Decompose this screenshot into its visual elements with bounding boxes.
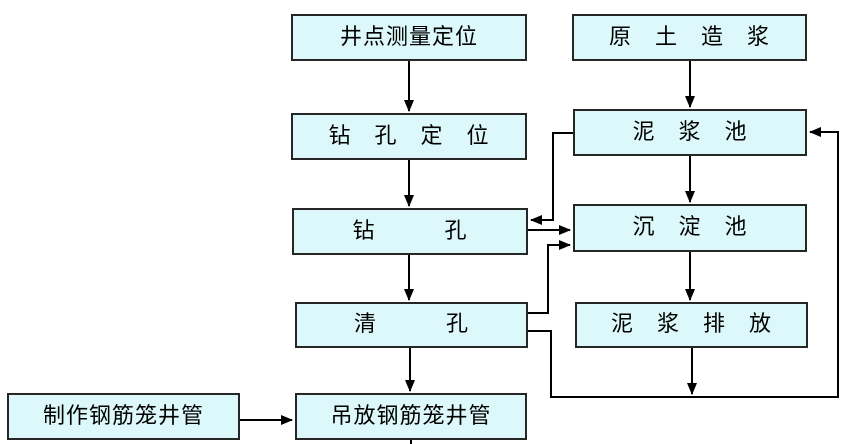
node-mud-discharge: 泥 浆 排 放	[575, 302, 808, 348]
node-well-point-survey: 井点测量定位	[291, 14, 527, 61]
node-make-rebar-cage-pipe: 制作钢筋笼井管	[7, 393, 240, 440]
connector-hole-cleaning-to-sedimentation	[528, 240, 571, 314]
node-mud-pool: 泥 浆 池	[573, 109, 807, 156]
connector-mud-pool-to-drilling	[530, 132, 573, 225]
node-native-soil-slurry: 原 土 造 浆	[572, 14, 807, 61]
node-lower-rebar-cage-pipe: 吊放钢筋笼井管	[295, 393, 527, 440]
connector-hole-cleaning-return-to-mud-pool	[528, 127, 839, 398]
node-drilling: 钻 孔	[292, 208, 528, 255]
node-drill-positioning: 钻 孔 定 位	[291, 113, 527, 160]
node-sedimentation-pool: 沉 淀 池	[573, 204, 807, 252]
node-hole-cleaning: 清 孔	[295, 302, 528, 348]
